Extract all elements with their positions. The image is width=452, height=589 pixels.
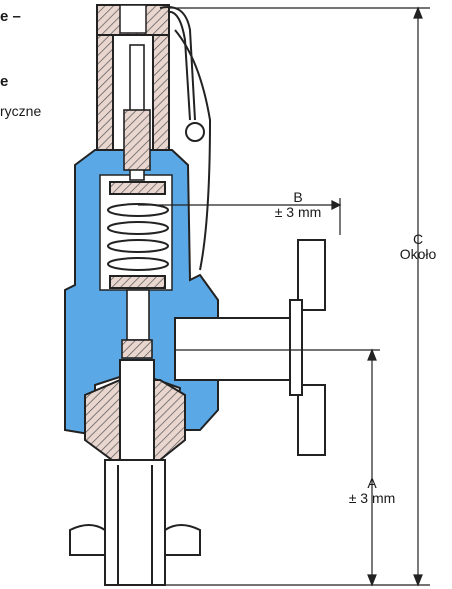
dimension-c-note: Około: [399, 246, 437, 262]
text-fragment: ryczne: [0, 103, 42, 119]
nozzle: [84, 359, 186, 471]
spring: [107, 181, 169, 289]
dimension-c-letter: C: [412, 231, 424, 247]
inlet-flange: [69, 459, 201, 586]
dimension-b-letter: B: [293, 189, 303, 205]
outlet-flange: [174, 239, 326, 456]
dimension-a-tolerance: ± 3 mm: [348, 490, 396, 506]
dimension-a-letter: A: [367, 475, 377, 491]
dimension-b-tolerance: ± 3 mm: [274, 204, 322, 220]
heading-fragment: e –: [0, 8, 21, 25]
spindle: [121, 44, 153, 359]
lifting-lever: [159, 6, 212, 271]
dimension-b: B ± 3 mm: [258, 190, 338, 220]
valve-cap: [96, 4, 170, 166]
subheading-fragment: e: [0, 73, 9, 90]
dimension-a: A ± 3 mm: [332, 476, 412, 506]
dimension-lines: [138, 6, 430, 587]
dimension-c: C Około: [385, 232, 451, 262]
